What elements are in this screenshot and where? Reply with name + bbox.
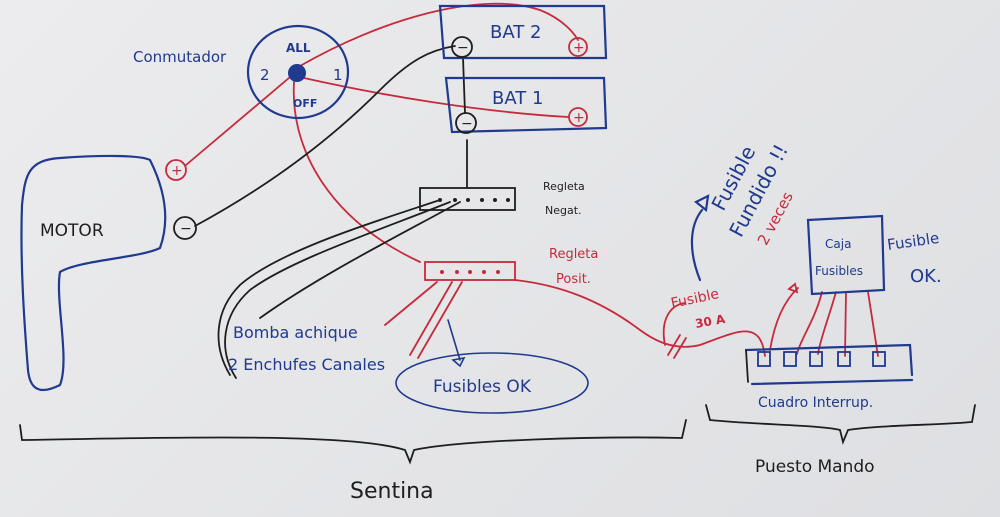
- blown-fuse-note: Fusible Fundido !! 2 veces: [690, 140, 797, 282]
- section-puesto-mando: Puesto Mando: [755, 457, 875, 477]
- svg-text:+: +: [573, 110, 585, 126]
- battery-2: BAT 2 − +: [438, 4, 608, 60]
- section-braces: Sentina Puesto Mando: [19, 404, 976, 504]
- negative-busbar-label-2: Negat.: [545, 204, 582, 217]
- motor-positive-terminal: [165, 159, 187, 181]
- fuse-box: Caja Fusibles Fusible OK.: [806, 214, 942, 296]
- svg-text:+: +: [171, 163, 183, 179]
- switch-panel-label: Cuadro Interrup.: [758, 395, 873, 411]
- svg-text:−: −: [461, 116, 473, 132]
- switch-pos-1: 1: [333, 66, 343, 84]
- switch-knob: [288, 64, 306, 82]
- battery-2-positive-terminal: [568, 37, 588, 57]
- motor-label: MOTOR: [40, 221, 104, 241]
- positive-busbar-label-2: Posit.: [556, 272, 591, 287]
- main-fuse-rating: 30 A: [694, 312, 727, 331]
- battery-2-negative-terminal: [451, 36, 473, 58]
- switch-pos-2: 2: [260, 66, 270, 84]
- bilge-loads: Bomba achique 2 Enchufes Canales Fusible…: [228, 319, 589, 414]
- battery-1-label: BAT 1: [492, 88, 543, 109]
- battery-1-negative-terminal: [455, 112, 477, 134]
- fuse-box-label-1: Caja: [825, 237, 851, 251]
- switch-all: ALL: [286, 41, 311, 55]
- loads-line-2: 2 Enchufes Canales: [228, 355, 385, 374]
- svg-text:−: −: [180, 221, 192, 237]
- battery-switch: Conmutador ALL 2 1 OFF: [133, 24, 350, 120]
- section-sentina: Sentina: [350, 479, 434, 504]
- svg-text:−: −: [457, 40, 469, 56]
- main-fuse-30a: Fusible 30 A: [670, 286, 727, 331]
- fuse-box-note-1: Fusible: [886, 229, 940, 254]
- switch-title: Conmutador: [133, 48, 227, 66]
- loads-line-1: Bomba achique: [233, 323, 358, 342]
- negative-busbar-label-1: Regleta: [543, 180, 585, 193]
- negative-busbar: Regleta Negat.: [419, 180, 585, 217]
- positive-busbar: Regleta Posit.: [424, 247, 598, 287]
- fuse-box-label-2: Fusibles: [815, 264, 863, 278]
- fuse-box-note-2: OK.: [910, 266, 942, 287]
- motor: MOTOR + −: [20, 154, 197, 392]
- battery-2-label: BAT 2: [490, 22, 541, 43]
- negative-wires: [194, 45, 468, 379]
- battery-1-positive-terminal: [568, 107, 588, 127]
- battery-1: BAT 1 − +: [444, 76, 608, 134]
- positive-busbar-label-1: Regleta: [549, 247, 598, 262]
- switch-panel: Cuadro Interrup.: [744, 343, 914, 411]
- motor-negative-terminal: [173, 216, 197, 240]
- fusibles-ok-label: Fusibles OK: [433, 377, 532, 397]
- svg-text:+: +: [573, 40, 585, 56]
- main-fuse-label: Fusible: [670, 286, 721, 312]
- switch-off: OFF: [293, 97, 317, 110]
